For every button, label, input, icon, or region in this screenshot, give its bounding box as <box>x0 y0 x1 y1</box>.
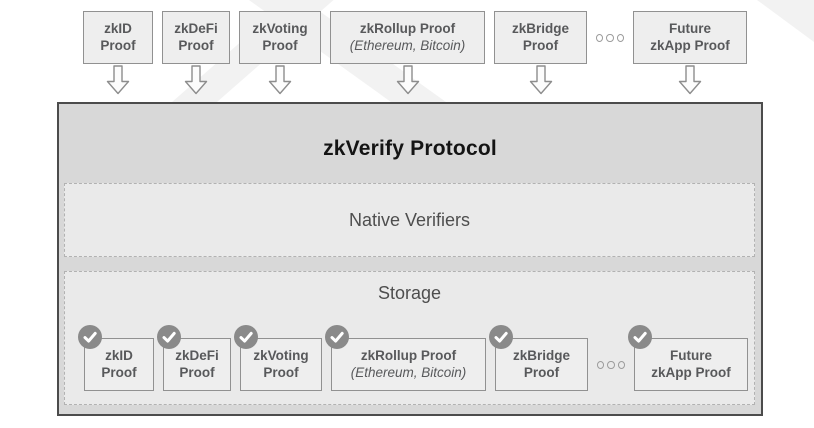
proof-label: zkRollup Proof <box>360 348 457 363</box>
dot-icon <box>606 33 614 42</box>
dot-icon <box>597 360 605 369</box>
check-badge <box>234 325 258 349</box>
proof-box-zkvoting: zkVoting Proof <box>239 11 321 64</box>
check-badge <box>628 325 652 349</box>
arrow-row <box>83 65 747 95</box>
down-arrow-icon <box>494 65 587 95</box>
proof-label: zkApp Proof <box>651 364 731 380</box>
proof-box-zkid: zkID Proof <box>83 11 153 64</box>
storage-panel: Storage zkID Proof zkDeFi Proof <box>64 271 755 405</box>
ellipsis-dots-icon <box>597 338 625 391</box>
check-icon <box>330 331 344 343</box>
arrow-spacer <box>596 65 624 95</box>
proof-label: zkDeFi <box>174 21 218 36</box>
storage-label: Storage <box>377 283 442 303</box>
proof-label: Proof <box>179 364 215 380</box>
ellipsis-dots-icon <box>596 11 624 64</box>
proof-label: Proof <box>522 37 559 53</box>
stored-proof-box-zkvoting: zkVoting Proof <box>234 325 322 391</box>
down-arrow-icon <box>330 65 485 95</box>
proof-sublabel: (Ethereum, Bitcoin) <box>349 37 466 53</box>
proof-label: Proof <box>262 37 298 53</box>
proof-label: zkRollup Proof <box>359 21 456 36</box>
check-badge <box>157 325 181 349</box>
zkverify-protocol-box: zkVerify Protocol Native Verifiers Stora… <box>57 102 763 416</box>
proof-label: Proof <box>100 37 136 53</box>
proof-label: zkBridge <box>512 348 570 363</box>
proof-box-zkdefi: zkDeFi Proof <box>162 11 230 64</box>
stored-proof-box-zkid: zkID Proof <box>78 325 154 391</box>
proof-box-zkrollup: zkRollup Proof (Ethereum, Bitcoin) <box>330 11 485 64</box>
dot-icon <box>617 360 625 369</box>
proof-label: zkVoting <box>252 21 308 36</box>
proof-label: zkDeFi <box>175 348 219 363</box>
proof-label: zkApp Proof <box>650 37 730 53</box>
native-verifiers-panel: Native Verifiers <box>64 183 755 257</box>
check-icon <box>494 331 508 343</box>
down-arrow-icon <box>633 65 747 95</box>
proof-label: zkBridge <box>511 21 569 36</box>
dot-icon <box>616 33 624 42</box>
incoming-proof-row: zkID Proof zkDeFi Proof zkVoting Proof z… <box>83 11 747 64</box>
proof-label: Proof <box>101 364 137 380</box>
proof-label: Future <box>670 348 712 363</box>
native-verifiers-label: Native Verifiers <box>348 209 471 230</box>
down-arrow-icon <box>162 65 230 95</box>
check-icon <box>83 331 97 343</box>
proof-label: zkVoting <box>253 348 309 363</box>
check-badge <box>325 325 349 349</box>
protocol-title: zkVerify Protocol <box>323 137 497 160</box>
proof-label: zkID <box>105 348 133 363</box>
check-icon <box>633 331 647 343</box>
dot-icon <box>607 360 615 369</box>
check-icon <box>239 331 253 343</box>
proof-label: Proof <box>523 364 560 380</box>
proof-label: Proof <box>178 37 214 53</box>
stored-proof-box-zkrollup: zkRollup Proof (Ethereum, Bitcoin) <box>325 325 486 391</box>
stored-proof-box-zkdefi: zkDeFi Proof <box>157 325 231 391</box>
down-arrow-icon <box>239 65 321 95</box>
proof-label: Future <box>669 21 711 36</box>
stored-proof-box-zkbridge: zkBridge Proof <box>489 325 588 391</box>
proof-label: zkID <box>104 21 132 36</box>
stored-proof-row: zkID Proof zkDeFi Proof zkVoting Proof <box>78 325 748 391</box>
proof-box-future-zkapp: Future zkApp Proof <box>633 11 747 64</box>
check-icon <box>162 331 176 343</box>
stored-proof-box-future-zkapp: Future zkApp Proof <box>628 325 748 391</box>
check-badge <box>78 325 102 349</box>
proof-sublabel: (Ethereum, Bitcoin) <box>350 364 467 380</box>
down-arrow-icon <box>83 65 153 95</box>
proof-label: Proof <box>263 364 299 380</box>
dot-icon <box>596 33 604 42</box>
proof-box-zkbridge: zkBridge Proof <box>494 11 587 64</box>
check-badge <box>489 325 513 349</box>
